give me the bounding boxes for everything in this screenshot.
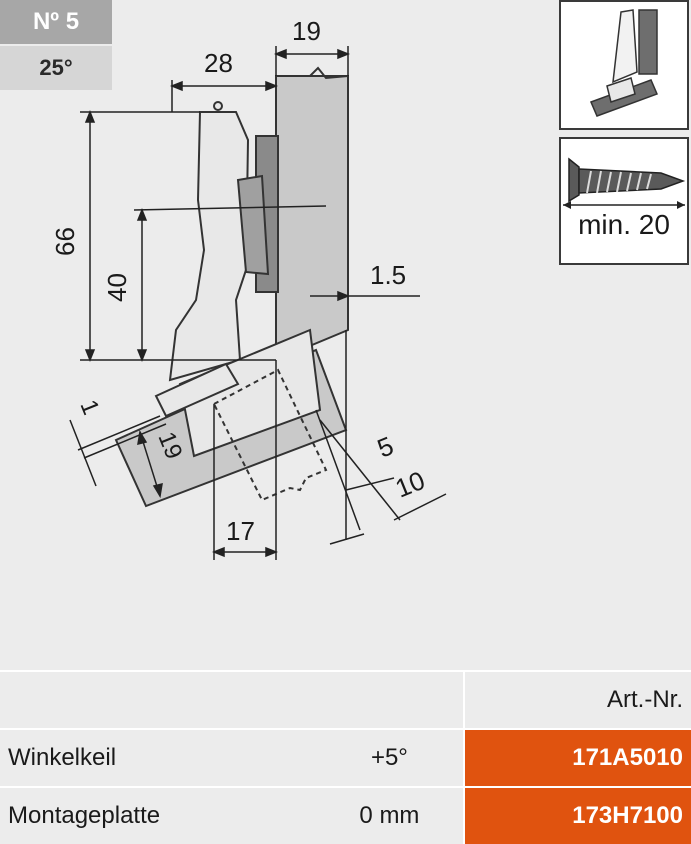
row-value: +5° bbox=[315, 728, 465, 787]
row-art-number: 171A5010 bbox=[463, 728, 691, 787]
angle-badge: 25° bbox=[0, 46, 112, 90]
cabinet-side-panel bbox=[275, 75, 349, 362]
hinge-technical-drawing: 19 28 66 40 1.5 1 19 5 10 17 bbox=[50, 16, 447, 560]
hinge-thumbnail-icon bbox=[559, 0, 689, 130]
table-row: Winkelkeil +5° 171A5010 bbox=[0, 728, 691, 787]
dim-left-width: 28 bbox=[204, 48, 233, 78]
dim-height-40: 40 bbox=[102, 273, 132, 302]
dim-depth-10: 10 bbox=[391, 465, 429, 504]
table-header-art-nr: Art.-Nr. bbox=[463, 670, 691, 729]
row-value: 0 mm bbox=[315, 786, 465, 844]
dim-offset-15: 1.5 bbox=[370, 260, 406, 290]
screw-min-length-label: min. 20 bbox=[578, 209, 670, 240]
dim-depth-5: 5 bbox=[373, 430, 398, 463]
row-art-number: 173H7100 bbox=[463, 786, 691, 844]
dim-top-width: 19 bbox=[292, 16, 321, 46]
dim-bottom-17: 17 bbox=[226, 516, 255, 546]
hinge-arm bbox=[168, 111, 250, 382]
row-name: Winkelkeil bbox=[0, 728, 316, 787]
hinge-cup bbox=[178, 328, 322, 458]
article-table: Art.-Nr. Winkelkeil +5° 171A5010 Montage… bbox=[0, 670, 691, 844]
table-header-empty bbox=[0, 670, 316, 729]
drilling-outline bbox=[213, 368, 328, 502]
model-number-badge: Nº 5 bbox=[0, 0, 112, 44]
table-header-row: Art.-Nr. bbox=[0, 670, 691, 729]
dim-offset-1: 1 bbox=[74, 396, 104, 419]
table-row: Montageplatte 0 mm 173H7100 bbox=[0, 786, 691, 844]
row-name: Montageplatte bbox=[0, 786, 316, 844]
screw-icon: min. 20 bbox=[559, 137, 689, 265]
table-header-empty-2 bbox=[315, 670, 465, 729]
dim-height-66: 66 bbox=[50, 227, 80, 256]
